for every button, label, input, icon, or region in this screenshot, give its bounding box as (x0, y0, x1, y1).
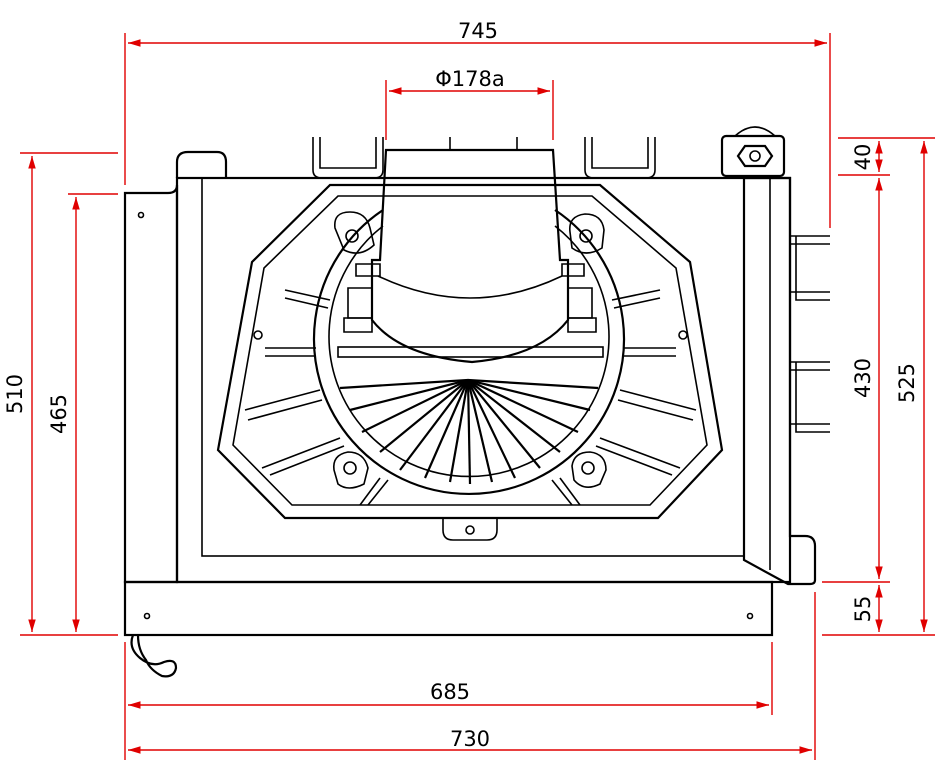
dim-fan-diameter: Φ178a (435, 67, 504, 91)
dim-745: 745 (458, 19, 498, 43)
top-bracket-left (312, 137, 384, 179)
valve-box (720, 134, 786, 178)
mount-ears (332, 211, 607, 489)
dim-430: 430 (851, 358, 875, 398)
plate-hole (253, 330, 263, 340)
dim-510: 510 (3, 374, 27, 414)
screw-hole (746, 612, 754, 620)
fan-ring-outer (312, 209, 626, 495)
dim-40: 40 (851, 144, 875, 171)
top-bracket-left-inner (319, 137, 377, 169)
clamp-feet (343, 317, 597, 333)
side-bracket-lower (790, 361, 830, 433)
motor-shroud (370, 148, 570, 364)
dim-465: 465 (47, 394, 71, 434)
shroud-tabs (355, 263, 585, 277)
valve-cap (734, 126, 776, 137)
dimensions: 745 Φ178a 510 465 40 430 55 525 (3, 19, 935, 760)
right-panel (742, 176, 817, 586)
base-rail (123, 580, 774, 637)
unit-outline (123, 126, 830, 678)
fan-plate-outer (216, 183, 724, 520)
tab-hole (465, 525, 475, 535)
screw-hole (143, 612, 151, 620)
drain-hose (130, 634, 178, 678)
dim-730: 730 (450, 727, 490, 751)
fan-plate-inner (232, 195, 708, 506)
dim-685: 685 (430, 680, 470, 704)
top-left-lug (175, 150, 228, 178)
left-panel (123, 184, 179, 584)
top-bracket-right (584, 137, 656, 179)
plate-spokes (244, 289, 697, 506)
top-bracket-right-inner (591, 137, 649, 169)
dim-55: 55 (851, 596, 875, 623)
plate-hole (678, 330, 688, 340)
side-bracket-upper (790, 235, 830, 301)
shroud-curve (377, 275, 563, 299)
fan-crossbar (337, 346, 604, 358)
inner-frame (201, 177, 745, 557)
bottom-tab (442, 518, 498, 541)
motor-clamps (347, 287, 593, 319)
fan-blades (339, 378, 599, 485)
hex-nut (736, 144, 774, 168)
nut-bore (749, 150, 761, 162)
dim-525: 525 (895, 363, 919, 403)
screw-hole (137, 211, 145, 219)
